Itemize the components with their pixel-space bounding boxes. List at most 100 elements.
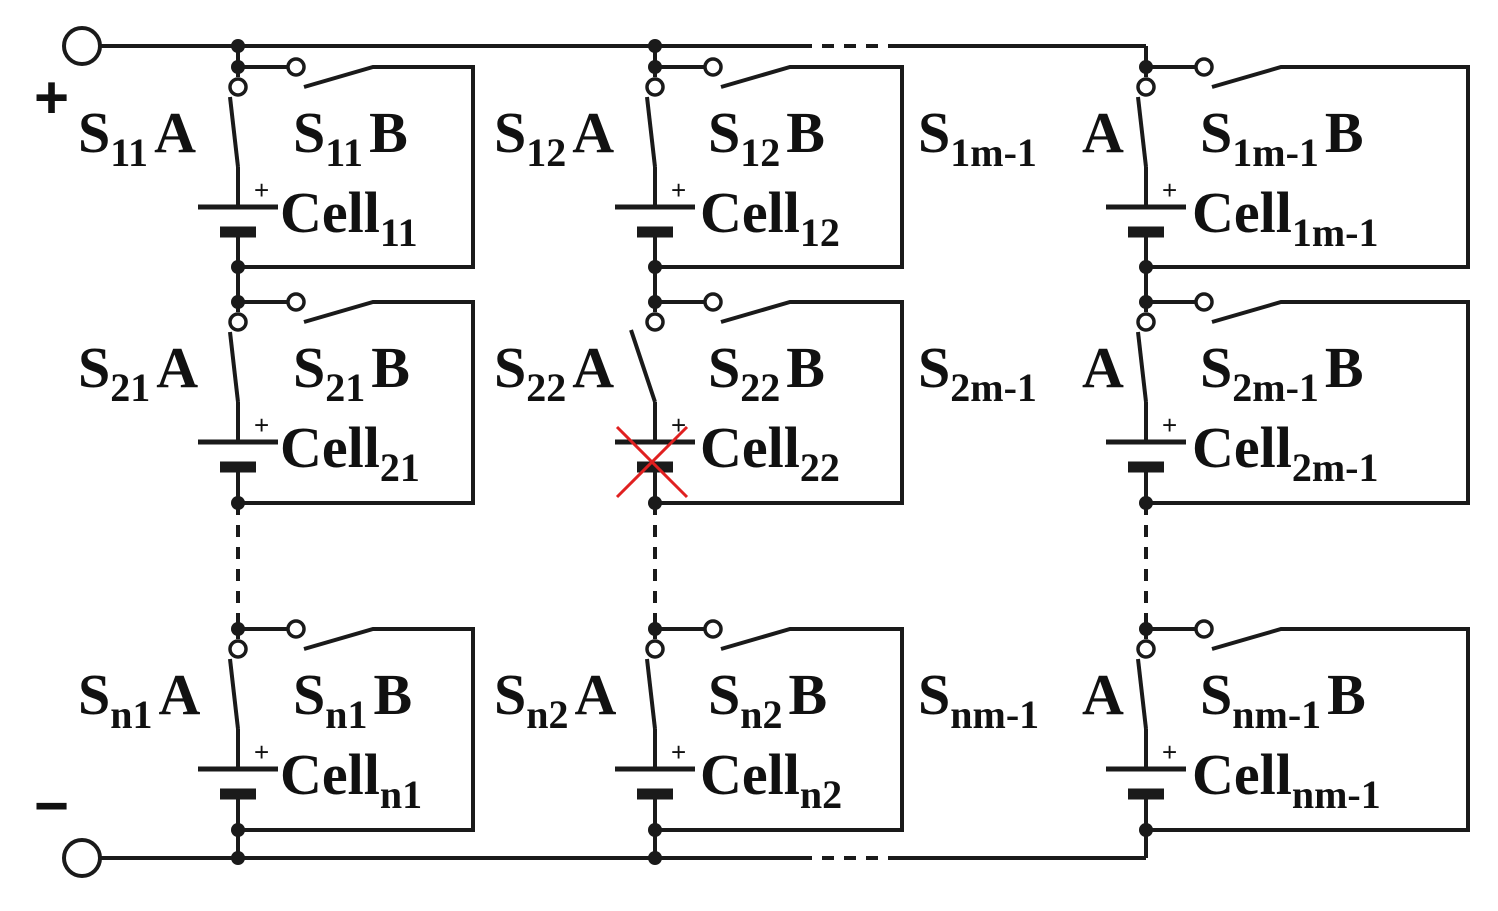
negative-terminal bbox=[62, 838, 102, 878]
switch-b-label-subscript: 2m-1 bbox=[1232, 365, 1319, 410]
positive-polarity-label: + bbox=[34, 64, 69, 131]
cell-label: Cell21 bbox=[280, 415, 420, 490]
switch-b-label-suffix: B bbox=[1325, 335, 1364, 400]
cell-label-main: Cell bbox=[280, 742, 380, 807]
switch-b-contact bbox=[1194, 619, 1214, 639]
switch-a-contact bbox=[1136, 77, 1156, 97]
switch-b-label-suffix: B bbox=[369, 100, 408, 165]
switch-a-contact bbox=[1136, 639, 1156, 659]
switch-a-label-subscript: n1 bbox=[110, 692, 152, 737]
cell-label: Cellnm-1 bbox=[1192, 742, 1381, 817]
switch-a-blade bbox=[645, 96, 657, 168]
switch-b-label-main: S bbox=[1200, 335, 1232, 400]
switch-a-contact bbox=[645, 77, 665, 97]
cell-plus-sign: + bbox=[1162, 175, 1177, 205]
switch-b-bypass-loop bbox=[655, 65, 904, 269]
switch-a-blade bbox=[1136, 658, 1148, 730]
switch-a-contact bbox=[228, 312, 248, 332]
switch-b-label-main: S bbox=[708, 335, 740, 400]
switch-a-label-subscript: nm-1 bbox=[950, 692, 1039, 737]
switch-b-bypass-loop bbox=[1146, 65, 1470, 269]
cell-label: Cell2m-1 bbox=[1192, 415, 1379, 490]
switch-a-label-subscript: 12 bbox=[526, 130, 566, 175]
cell-plus-sign: + bbox=[671, 175, 686, 205]
switch-b-label-suffix: B bbox=[1327, 662, 1366, 727]
switch-a-label-suffix: A bbox=[575, 662, 617, 727]
switch-a-label-suffix: A bbox=[1082, 100, 1124, 165]
cell-plus-sign: + bbox=[254, 410, 269, 440]
switch-a-label-suffix: A bbox=[1082, 335, 1124, 400]
switch-a-contact bbox=[645, 312, 665, 332]
cell-label-main: Cell bbox=[700, 742, 800, 807]
switch-b-label-main: S bbox=[1200, 662, 1232, 727]
switch-b-label-subscript: 21 bbox=[325, 365, 365, 410]
switch-a-label-suffix: A bbox=[1082, 662, 1124, 727]
cell-plus-sign: + bbox=[671, 410, 686, 440]
switch-a-label-main: S bbox=[78, 335, 110, 400]
switch-a-blade bbox=[645, 658, 657, 730]
fault-cross-mark bbox=[615, 425, 689, 499]
switch-b-label-subscript: 12 bbox=[740, 130, 780, 175]
switch-a-label: S1m-1 bbox=[918, 100, 1037, 175]
switch-b-label-subscript: 22 bbox=[740, 365, 780, 410]
cell-label-subscript: n1 bbox=[380, 772, 422, 817]
switch-a-blade bbox=[1136, 331, 1148, 403]
switch-a-blade bbox=[228, 96, 240, 168]
switch-b-contact bbox=[1194, 292, 1214, 312]
cell-label: Cell1m-1 bbox=[1192, 180, 1379, 255]
switch-a-contact bbox=[1136, 312, 1156, 332]
switch-b-contact bbox=[703, 57, 723, 77]
switch-a-contact bbox=[645, 639, 665, 659]
switch-a-label-subscript: 1m-1 bbox=[950, 130, 1037, 175]
cell-label: Celln1 bbox=[280, 742, 422, 817]
cell-label-subscript: nm-1 bbox=[1292, 772, 1381, 817]
cell-label-subscript: 11 bbox=[380, 210, 418, 255]
switch-b-contact bbox=[286, 619, 306, 639]
cell-label-main: Cell bbox=[1192, 742, 1292, 807]
switch-b-bypass-loop bbox=[238, 65, 475, 269]
cell-label-subscript: n2 bbox=[800, 772, 842, 817]
switch-b-contact bbox=[703, 619, 723, 639]
cell-label-main: Cell bbox=[1192, 180, 1292, 245]
switch-b-bypass-loop bbox=[1146, 300, 1470, 505]
switch-a-label-main: S bbox=[494, 335, 526, 400]
switch-b-bypass-loop bbox=[655, 627, 904, 832]
switch-b-bypass-loop bbox=[238, 300, 475, 505]
switch-b-contact bbox=[703, 292, 723, 312]
switch-a-label-main: S bbox=[918, 335, 950, 400]
cell-label-subscript: 21 bbox=[380, 445, 420, 490]
switch-b-label-suffix: B bbox=[786, 335, 825, 400]
switch-a-label-subscript: 11 bbox=[110, 130, 148, 175]
switch-b-label-suffix: B bbox=[371, 335, 410, 400]
switch-a-label-subscript: 21 bbox=[110, 365, 150, 410]
switch-b-contact bbox=[286, 292, 306, 312]
switch-a-label-main: S bbox=[494, 100, 526, 165]
switch-b-label-main: S bbox=[293, 100, 325, 165]
switch-b-label-subscript: nm-1 bbox=[1232, 692, 1321, 737]
switch-b-label-main: S bbox=[708, 100, 740, 165]
switch-b-bypass-loop bbox=[655, 300, 904, 505]
cell-label: Cell11 bbox=[280, 180, 418, 255]
cell-label-main: Cell bbox=[700, 180, 800, 245]
cell-plus-sign: + bbox=[671, 737, 686, 767]
switch-a-label-suffix: A bbox=[572, 100, 614, 165]
switch-b-label-main: S bbox=[708, 662, 740, 727]
cell-label-main: Cell bbox=[280, 415, 380, 480]
wiring-layer bbox=[62, 26, 1470, 878]
switch-b-label-suffix: B bbox=[1325, 100, 1364, 165]
cell-plus-sign: + bbox=[1162, 410, 1177, 440]
cell-plus-sign: + bbox=[254, 737, 269, 767]
switch-a-contact bbox=[228, 639, 248, 659]
switch-a-label-suffix: A bbox=[572, 335, 614, 400]
switch-a-label-main: S bbox=[78, 100, 110, 165]
